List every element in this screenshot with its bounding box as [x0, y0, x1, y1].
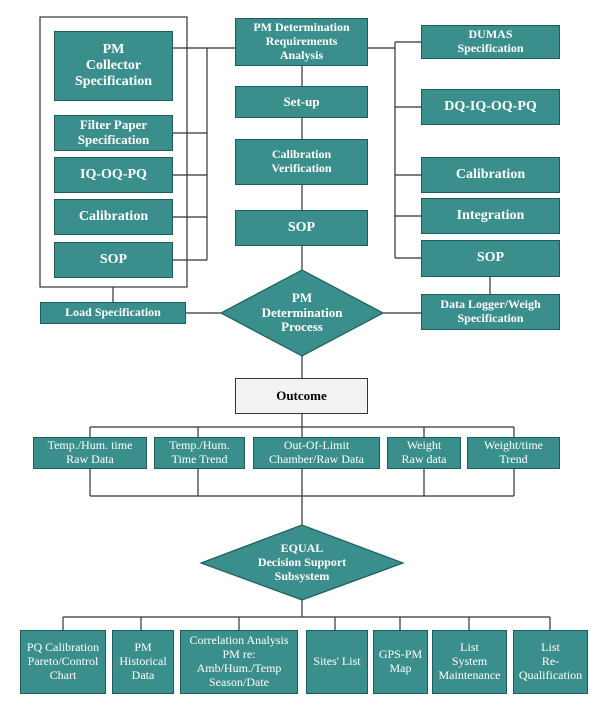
- calibration-verification-box: Calibration Verification: [235, 139, 368, 185]
- outcome-box: Outcome: [235, 378, 368, 414]
- process-diamond: [219, 269, 385, 357]
- center-sop-box: SOP: [235, 210, 368, 246]
- pm-historical-data-box: PM Historical Data: [112, 630, 174, 694]
- left-calibration-box: Calibration: [54, 199, 173, 235]
- load-specification-box: Load Specification: [40, 302, 186, 324]
- integration-box: Integration: [421, 198, 560, 234]
- list-system-maintenance-box: List System Maintenance: [432, 630, 507, 694]
- temp-hum-time-trend-box: Temp./Hum. Time Trend: [154, 437, 245, 469]
- weight-raw-data-box: Weight Raw data: [387, 437, 461, 469]
- sites-list-box: Sites' List: [306, 630, 368, 694]
- out-of-limit-chamber-box: Out-Of-Limit Chamber/Raw Data: [253, 437, 380, 469]
- equal-diamond: [199, 524, 405, 601]
- correlation-analysis-box: Correlation Analysis PM re: Amb/Hum./Tem…: [180, 630, 298, 694]
- right-calibration-box: Calibration: [421, 157, 560, 193]
- setup-box: Set-up: [235, 86, 368, 118]
- left-iq-oq-pq-box: IQ-OQ-PQ: [54, 157, 173, 193]
- dq-iq-oq-pq-box: DQ-IQ-OQ-PQ: [421, 89, 560, 125]
- left-sop-box: SOP: [54, 242, 173, 278]
- filter-paper-specification-box: Filter Paper Specification: [54, 115, 173, 151]
- weight-time-trend-box: Weight/time Trend: [467, 437, 560, 469]
- temp-hum-raw-data-box: Temp./Hum. time Raw Data: [33, 437, 147, 469]
- dumas-specification-box: DUMAS Specification: [421, 25, 560, 59]
- pq-calibration-pareto-box: PQ Calibration Pareto/Control Chart: [20, 630, 106, 694]
- equal-diamond-label: EQUAL Decision Support Subsystem: [257, 541, 347, 583]
- process-diamond-label: PM Determination Process: [261, 289, 343, 335]
- list-re-qualification-box: List Re- Qualification: [513, 630, 588, 694]
- data-logger-specification-box: Data Logger/Weigh Specification: [421, 294, 560, 330]
- requirements-analysis-box: PM Determination Requirements Analysis: [235, 18, 368, 66]
- right-sop-box: SOP: [421, 240, 560, 277]
- pm-collector-specification-box: PM Collector Specification: [54, 31, 173, 101]
- gps-pm-map-box: GPS-PM Map: [373, 630, 428, 694]
